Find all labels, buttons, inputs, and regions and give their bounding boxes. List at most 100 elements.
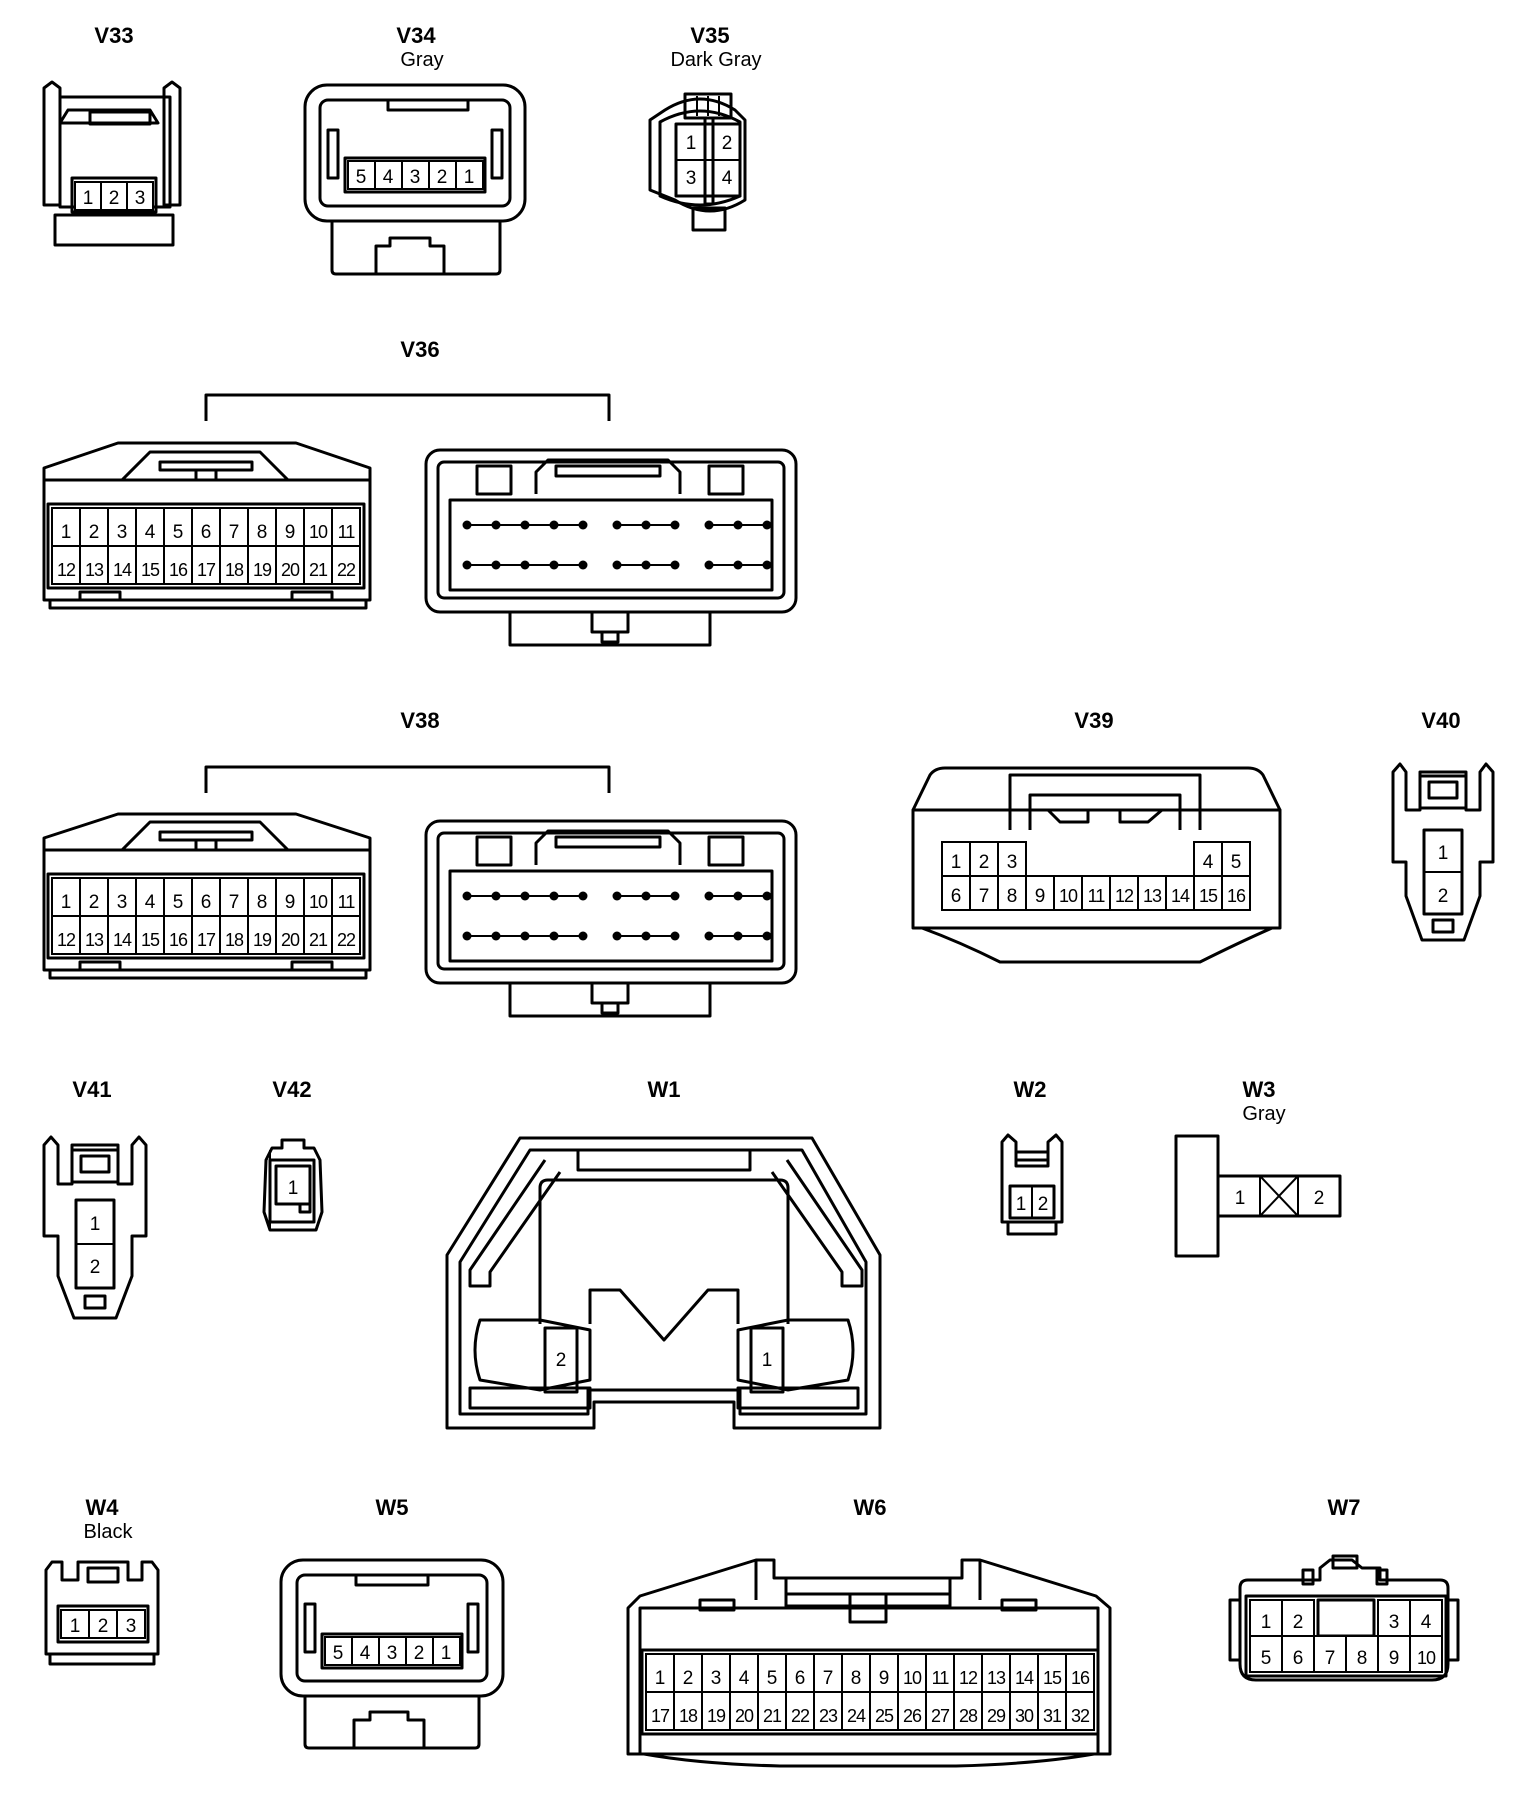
pin-29: 29 [987, 1706, 1006, 1726]
pin-2: 2 [90, 1257, 101, 1278]
pin-2: 2 [89, 892, 100, 913]
pin-8: 8 [851, 1668, 862, 1689]
pin-cell [275, 915, 305, 955]
pin-3: 3 [135, 188, 146, 209]
pin-12: 12 [1115, 886, 1134, 906]
pin-4: 4 [145, 892, 156, 913]
pin-cell [701, 1691, 731, 1731]
pin-cell [163, 545, 193, 585]
pin-11: 11 [1088, 886, 1106, 906]
pin-cell [303, 915, 333, 955]
pin-cell [869, 1653, 899, 1693]
pin-cell [1281, 1599, 1315, 1637]
pin-cell [1221, 875, 1251, 911]
pin-cell [1137, 875, 1167, 911]
pin-cell [247, 877, 277, 917]
pin-18: 18 [225, 560, 244, 580]
pin-5: 5 [173, 522, 184, 543]
pin-4: 4 [1421, 1612, 1432, 1633]
w5-pins: 5 4 3 2 1 [324, 1636, 461, 1666]
pin-6: 6 [201, 892, 212, 913]
pin-7: 7 [1325, 1648, 1336, 1669]
pin-1: 1 [90, 1214, 101, 1235]
pin-cell [79, 877, 109, 917]
pin-2: 2 [1038, 1194, 1049, 1215]
connector-v40: V40 1 2 [1391, 708, 1495, 942]
pin-1: 1 [655, 1668, 666, 1689]
pin-cell [841, 1691, 871, 1731]
pin-9: 9 [1389, 1648, 1400, 1669]
pin-3: 3 [1389, 1612, 1400, 1633]
v39-label: V39 [1074, 708, 1113, 733]
pin-1: 1 [1235, 1188, 1246, 1209]
pin-10: 10 [1059, 886, 1078, 906]
pin-13: 13 [85, 930, 104, 950]
pin-cell [1409, 1635, 1443, 1673]
pin-13: 13 [1143, 886, 1162, 906]
pin-17: 17 [197, 930, 216, 950]
pin-4: 4 [1203, 852, 1214, 873]
pin-16: 16 [169, 560, 188, 580]
pin-12: 12 [57, 560, 76, 580]
connector-v34: V34 Gray 5 4 3 2 1 [303, 23, 527, 276]
pin-14: 14 [1015, 1668, 1034, 1688]
pin-cell [107, 915, 137, 955]
pin-15: 15 [141, 930, 160, 950]
connector-w1: W1 2 1 [445, 1077, 882, 1430]
pin-cell [219, 545, 249, 585]
pin-11: 11 [932, 1668, 950, 1688]
pin-10: 10 [903, 1668, 922, 1688]
w4-pins: 1 2 3 [60, 1609, 146, 1639]
pin-3: 3 [410, 167, 421, 188]
pin-1: 1 [1016, 1194, 1027, 1215]
pin-2: 2 [1293, 1612, 1304, 1633]
pin-26: 26 [903, 1706, 922, 1726]
pin-6: 6 [1293, 1648, 1304, 1669]
latch-slot [1316, 1598, 1376, 1638]
pin-cell [1377, 1599, 1411, 1637]
pin-7: 7 [229, 892, 240, 913]
pin-6: 6 [951, 886, 962, 907]
pin-21: 21 [309, 560, 328, 580]
connector-w4: W4 Black 1 2 3 [44, 1495, 160, 1666]
pin-25: 25 [875, 1706, 894, 1726]
pin-1: 1 [464, 167, 475, 188]
pin-6: 6 [795, 1668, 806, 1689]
v38-terminal-dots [462, 891, 772, 941]
pin-3: 3 [117, 522, 128, 543]
pin-3: 3 [1007, 852, 1018, 873]
pin-22: 22 [337, 560, 356, 580]
pin-10: 10 [309, 892, 328, 912]
pin-cell [969, 875, 999, 911]
pin-15: 15 [1043, 1668, 1062, 1688]
pin-cell [51, 545, 81, 585]
pin-cell [135, 915, 165, 955]
pin-11: 11 [338, 522, 356, 542]
pin-13: 13 [987, 1668, 1006, 1688]
connector-v42: V42 1 [262, 1077, 324, 1232]
pin-2: 2 [109, 188, 120, 209]
pin-4: 4 [722, 168, 733, 189]
pin-19: 19 [707, 1706, 726, 1726]
pin-9: 9 [285, 892, 296, 913]
pin-cell [303, 507, 333, 547]
pin-24: 24 [847, 1706, 866, 1726]
pin-16: 16 [1227, 886, 1246, 906]
pin-8: 8 [257, 522, 268, 543]
connector-w3: W3 Gray 1 2 [1174, 1077, 1342, 1258]
pin-20: 20 [281, 930, 300, 950]
pin-cell [163, 915, 193, 955]
v34-label: V34 [396, 23, 436, 48]
pin-3: 3 [126, 1616, 137, 1637]
pin-5: 5 [333, 1643, 344, 1664]
pin-cell [79, 915, 109, 955]
pin-2: 2 [414, 1643, 425, 1664]
pin-cell [701, 1653, 731, 1693]
pin-cell [191, 545, 221, 585]
